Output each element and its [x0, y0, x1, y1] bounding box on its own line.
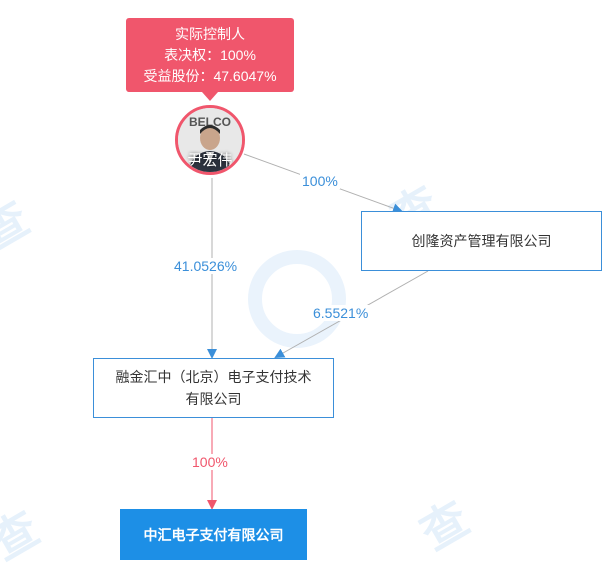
person-name: 尹宏伟: [187, 152, 233, 169]
controller-title: 实际控制人: [175, 25, 245, 42]
pct-chuanglong-ronghui: 6.5521%: [311, 305, 371, 321]
pct-ronghui-target: 100%: [190, 454, 230, 470]
voting-rights: 表决权：100%: [164, 46, 256, 63]
pct-person-chuanglong: 100%: [300, 173, 340, 189]
company-node-target[interactable]: 中汇电子支付有限公司: [120, 509, 307, 560]
photo-backdrop-text: BELCO: [189, 115, 231, 129]
company-node-chuanglong[interactable]: 创隆资产管理有限公司: [361, 211, 602, 271]
company-name: 中汇电子支付有限公司: [143, 526, 284, 543]
beneficial-shares: 受益股份：47.6047%: [143, 67, 277, 84]
company-node-ronghui[interactable]: 融金汇中（北京）电子支付技术有限公司: [93, 358, 334, 418]
tooltip-pointer: [202, 92, 218, 101]
person-photo-icon: BELCO: [178, 108, 242, 172]
company-name: 创隆资产管理有限公司: [411, 233, 552, 249]
pct-person-ronghui: 41.0526%: [172, 258, 240, 274]
actual-controller-tooltip: 实际控制人 表决权：100% 受益股份：47.6047%: [126, 18, 294, 92]
person-avatar[interactable]: BELCO 尹宏伟: [175, 105, 245, 175]
company-name: 融金汇中（北京）电子支付技术有限公司: [115, 369, 312, 407]
